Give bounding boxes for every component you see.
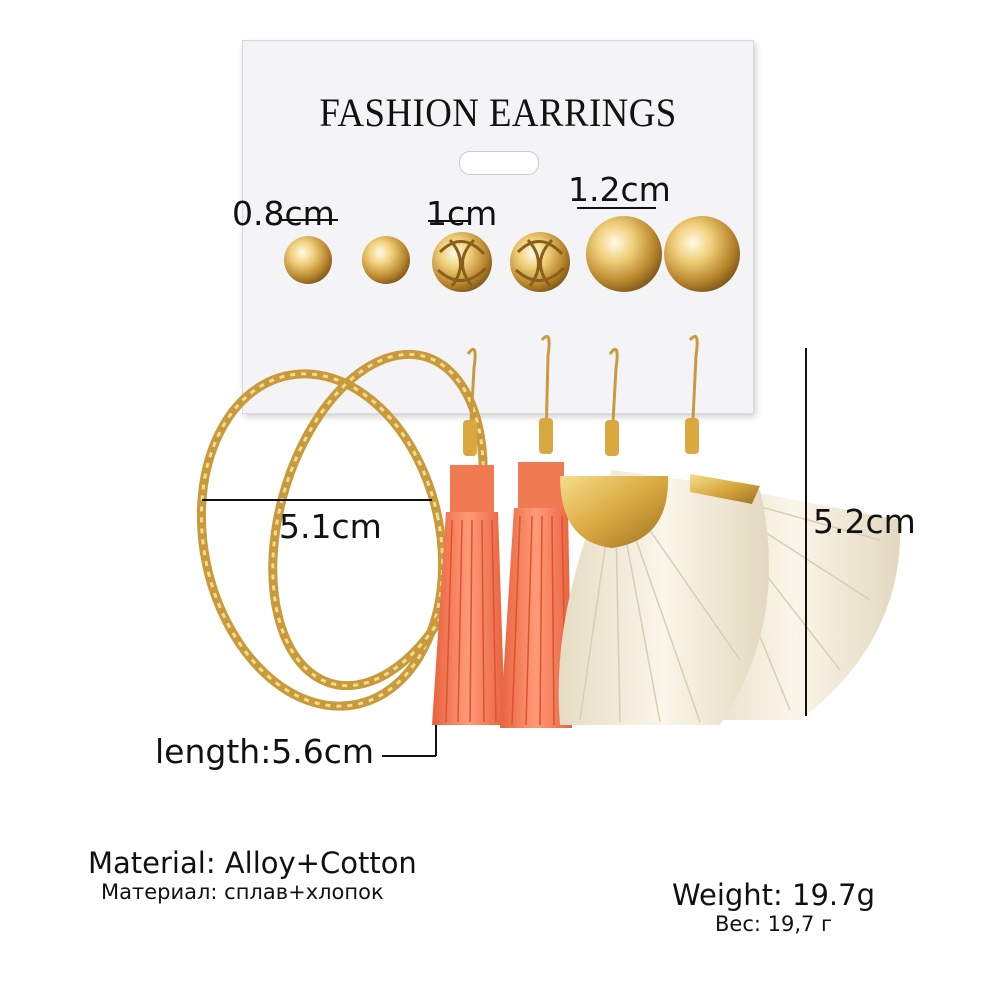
stud-ball-large-left [586,216,662,292]
label-stud-large-size: 1.2cm [568,170,671,209]
hoop-earring-back [196,369,448,711]
material-english: Material: Alloy+Cotton [88,846,417,880]
hook-tassel-left [466,347,477,441]
label-tassel-length: length:5.6cm [155,732,375,771]
label-hoop-width: 5.1cm [279,507,382,546]
stud-ball-small-right [362,236,410,284]
fan-gold-plate [560,474,760,548]
label-fan-height: 5.2cm [813,502,916,541]
material-russian: Материал: сплав+хлопок [101,880,384,904]
hook-fan-left [608,347,619,441]
label-stud-small-size: 0.8cm [232,194,335,233]
hook-fan-right [688,335,699,441]
stud-ball-large-right [664,216,740,292]
stud-ball-small-left [284,236,332,284]
stud-knot-right [510,232,570,292]
stud-knot-left [432,232,492,292]
weight-english: Weight: 19.7g [672,878,875,912]
earring-display-card: FASHION EARRINGS [242,40,754,414]
weight-russian: Вес: 19,7 г [715,912,833,936]
card-title: FASHION EARRINGS [319,90,677,135]
label-stud-knot-size: 1cm [426,194,498,233]
card-hanger-hole [459,151,539,175]
tassel-orange-left [432,465,505,725]
hook-tassel-right [540,335,551,441]
tassel-orange-right [500,462,572,728]
